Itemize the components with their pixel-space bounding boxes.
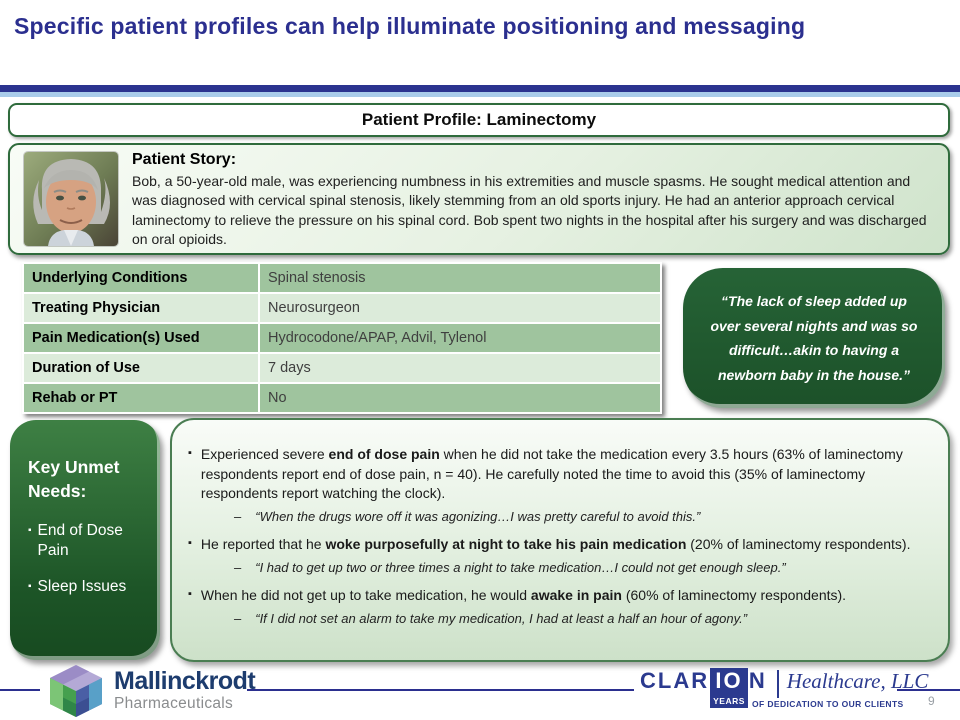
clarion-logo: CLAR IO YEARS N Healthcare, LLC OF DEDIC… (640, 668, 929, 709)
key-need-label: End of Dose Pain (37, 522, 123, 560)
row-value: Hydrocodone/APAP, Advil, Tylenol (258, 322, 662, 354)
clarion-io-years-box: IO YEARS (710, 668, 748, 709)
finding-text: He reported that he woke purposefully at… (200, 536, 911, 553)
key-need-item: ▪ Sleep Issues (28, 577, 140, 597)
square-bullet-icon: ▪ (28, 525, 32, 537)
mallinckrodt-subtitle: Pharmaceuticals (114, 695, 234, 712)
findings-box: ▪ Experienced severe end of dose pain wh… (170, 418, 950, 662)
mallinckrodt-logo: Mallinckrodt Pharmaceuticals (44, 663, 256, 719)
dash-icon: – (234, 508, 242, 524)
patient-quote-text: “The lack of sleep added up over several… (710, 293, 918, 383)
row-value: No (258, 382, 662, 414)
finding-bullet: ▪ He reported that he woke purposefully … (188, 535, 932, 555)
subquote-text: “I had to get up two or three times a ni… (255, 559, 786, 575)
footer-rule-right (897, 689, 960, 691)
table-row: Duration of Use 7 days (22, 352, 662, 384)
patient-quote-callout: “The lack of sleep added up over several… (683, 268, 945, 408)
mallinckrodt-name: Mallinckrodt (114, 667, 256, 695)
key-unmet-needs-box: Key Unmet Needs: ▪ End of Dose Pain ▪ Sl… (10, 420, 160, 660)
key-unmet-needs-heading: Key Unmet Needs: (28, 457, 120, 501)
table-row: Treating Physician Neurosurgeon (22, 292, 662, 324)
page-number: 9 (928, 694, 935, 708)
footer-rule-middle (247, 689, 634, 691)
clarion-tagline: OF DEDICATION TO OUR CLIENTS (752, 699, 904, 709)
patient-story-text: Bob, a 50-year-old male, was experiencin… (132, 173, 927, 247)
patient-photo-illustration (24, 152, 118, 246)
patient-story-box: Patient Story: Bob, a 50-year-old male, … (8, 143, 950, 255)
profile-header-label: Patient Profile: Laminectomy (361, 110, 597, 129)
table-row: Rehab or PT No (22, 382, 662, 414)
footer-rule-left (0, 689, 40, 691)
finding-subquote: – “I had to get up two or three times a … (234, 559, 932, 577)
row-label: Underlying Conditions (22, 262, 260, 294)
table-row: Pain Medication(s) Used Hydrocodone/APAP… (22, 322, 662, 354)
square-bullet-icon: ▪ (188, 447, 192, 459)
square-bullet-icon: ▪ (188, 537, 192, 550)
subquote-text: “When the drugs wore off it was agonizin… (255, 508, 701, 524)
clarion-prefix: CLAR (640, 668, 710, 693)
finding-text: When he did not get up to take medicatio… (200, 587, 847, 604)
row-label: Pain Medication(s) Used (22, 322, 260, 354)
row-label: Duration of Use (22, 352, 260, 384)
clarion-suffix: N (748, 668, 767, 693)
key-need-label: Sleep Issues (37, 577, 127, 595)
clarion-division: Healthcare, LLC (786, 669, 929, 693)
patient-photo (24, 152, 118, 246)
dash-icon: – (234, 611, 242, 627)
finding-subquote: – “When the drugs wore off it was agoniz… (234, 508, 932, 526)
dash-icon: – (234, 559, 242, 575)
finding-text: Experienced severe end of dose pain when… (200, 446, 903, 502)
subquote-text: “If I did not set an alarm to take my me… (255, 611, 748, 627)
page-title: Specific patient profiles can help illum… (14, 13, 806, 39)
clarion-years: YEARS (713, 696, 745, 707)
mallinckrodt-cube-icon (50, 665, 102, 717)
row-value: Neurosurgeon (258, 292, 662, 324)
patient-details-table: Underlying Conditions Spinal stenosis Tr… (22, 262, 662, 414)
key-need-item: ▪ End of Dose Pain (28, 521, 140, 561)
mallinckrodt-wordmark: Mallinckrodt Pharmaceuticals (114, 667, 256, 719)
row-value: Spinal stenosis (258, 262, 662, 294)
patient-story-heading: Patient Story: (132, 151, 237, 168)
clarion-wordmark-row: CLAR IO YEARS N Healthcare, LLC (640, 668, 929, 709)
finding-bullet: ▪ Experienced severe end of dose pain wh… (188, 445, 932, 504)
title-underline-lightblue (0, 92, 960, 97)
finding-bullet: ▪ When he did not get up to take medicat… (188, 586, 932, 606)
title-underline-navy (0, 85, 960, 92)
row-label: Rehab or PT (22, 382, 260, 414)
clarion-divider (776, 670, 779, 698)
clarion-io: IO (715, 668, 743, 693)
square-bullet-icon: ▪ (28, 580, 32, 592)
row-label: Treating Physician (22, 292, 260, 324)
finding-subquote: – “If I did not set an alarm to take my … (234, 610, 932, 628)
table-row: Underlying Conditions Spinal stenosis (22, 262, 662, 294)
square-bullet-icon: ▪ (188, 588, 192, 601)
row-value: 7 days (258, 352, 662, 384)
profile-header-box: Patient Profile: Laminectomy (8, 103, 950, 137)
